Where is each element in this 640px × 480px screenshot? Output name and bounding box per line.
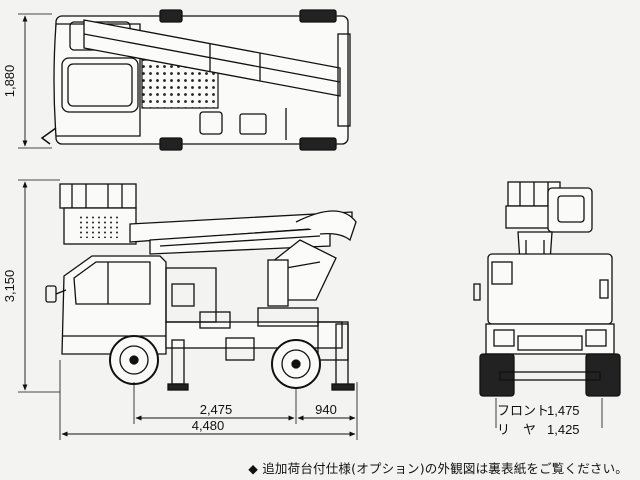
- front-wheel: [109, 335, 159, 385]
- top-width-label: 1,880: [2, 65, 17, 98]
- boom-side-view: [129, 210, 357, 307]
- rear-wheel: [271, 339, 321, 389]
- footnote: ◆ 追加荷台付仕様(オプション)の外観図は裏表紙をご覧ください。: [248, 461, 628, 476]
- side-view: [18, 179, 358, 440]
- rear-tread-value: 1,425: [547, 422, 580, 437]
- side-height-label: 3,150: [2, 270, 17, 303]
- wheelbase-label: 2,475: [200, 402, 233, 417]
- rear-overhang-label: 940: [315, 402, 337, 417]
- truck-cab: [45, 255, 167, 355]
- rear-tread-label: リ ヤ: [497, 422, 536, 437]
- boom-top-view: [83, 19, 341, 97]
- overall-length-label: 4,480: [192, 418, 225, 433]
- rear-view: [473, 181, 621, 428]
- top-view: [18, 9, 351, 151]
- front-tread-value: 1,475: [547, 403, 580, 418]
- aerial-bucket: [59, 183, 137, 245]
- front-tread-label: フロント: [497, 403, 549, 418]
